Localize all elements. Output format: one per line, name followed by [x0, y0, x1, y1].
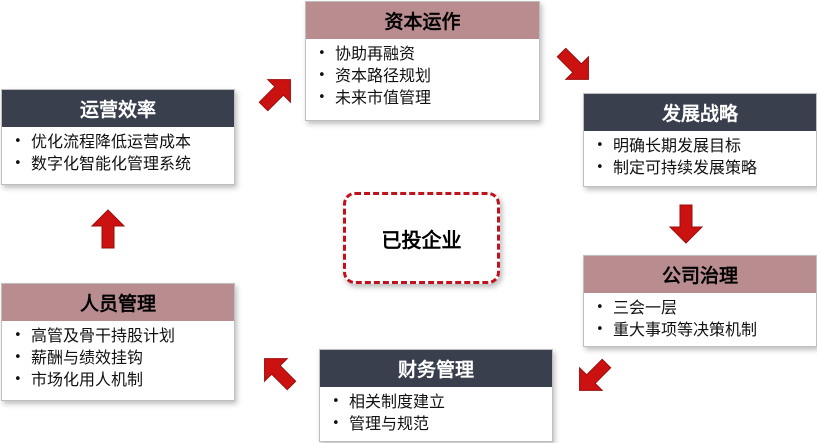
node-strategy-list: 明确长期发展目标 制定可持续发展策略: [584, 131, 816, 181]
node-capital: 资本运作 协助再融资 资本路径规划 未来市值管理: [305, 1, 540, 121]
list-item: 优化流程降低运营成本: [14, 131, 234, 153]
arrow-down-right-icon: [556, 47, 589, 80]
node-governance-title: 公司治理: [584, 256, 816, 293]
list-item: 协助再融资: [318, 43, 539, 65]
list-item: 相关制度建立: [332, 391, 552, 413]
list-item: 高管及骨干持股计划: [14, 325, 234, 347]
node-governance: 公司治理 三会一层 重大事项等决策机制: [583, 255, 817, 347]
node-finance: 财务管理 相关制度建立 管理与规范: [319, 349, 553, 442]
node-finance-list: 相关制度建立 管理与规范: [320, 387, 552, 437]
node-strategy: 发展战略 明确长期发展目标 制定可持续发展策略: [583, 93, 817, 187]
node-personnel: 人员管理 高管及骨干持股计划 薪酬与绩效挂钩 市场化用人机制: [1, 283, 235, 401]
arrow-up-left-icon: [264, 358, 297, 391]
node-efficiency: 运营效率 优化流程降低运营成本 数字化智能化管理系统: [1, 89, 235, 185]
list-item: 市场化用人机制: [14, 369, 234, 391]
list-item: 明确长期发展目标: [596, 135, 816, 157]
node-finance-title: 财务管理: [320, 350, 552, 387]
node-capital-list: 协助再融资 资本路径规划 未来市值管理: [306, 39, 539, 111]
center-label: 已投企业: [343, 192, 500, 284]
arrow-down-icon: [668, 204, 704, 244]
list-item: 未来市值管理: [318, 87, 539, 109]
arrow-up-icon: [90, 209, 126, 249]
list-item: 三会一层: [596, 297, 816, 319]
list-item: 数字化智能化管理系统: [14, 153, 234, 175]
list-item: 薪酬与绩效挂钩: [14, 347, 234, 369]
node-governance-list: 三会一层 重大事项等决策机制: [584, 293, 816, 343]
node-personnel-list: 高管及骨干持股计划 薪酬与绩效挂钩 市场化用人机制: [2, 321, 234, 393]
list-item: 管理与规范: [332, 413, 552, 435]
node-efficiency-title: 运营效率: [2, 90, 234, 127]
node-capital-title: 资本运作: [306, 2, 539, 39]
node-strategy-title: 发展战略: [584, 94, 816, 131]
arrow-down-left-icon: [579, 358, 612, 391]
node-personnel-title: 人员管理: [2, 284, 234, 321]
list-item: 制定可持续发展策略: [596, 157, 816, 179]
list-item: 重大事项等决策机制: [596, 319, 816, 341]
node-efficiency-list: 优化流程降低运营成本 数字化智能化管理系统: [2, 127, 234, 177]
arrow-up-right-icon: [258, 79, 291, 112]
list-item: 资本路径规划: [318, 65, 539, 87]
